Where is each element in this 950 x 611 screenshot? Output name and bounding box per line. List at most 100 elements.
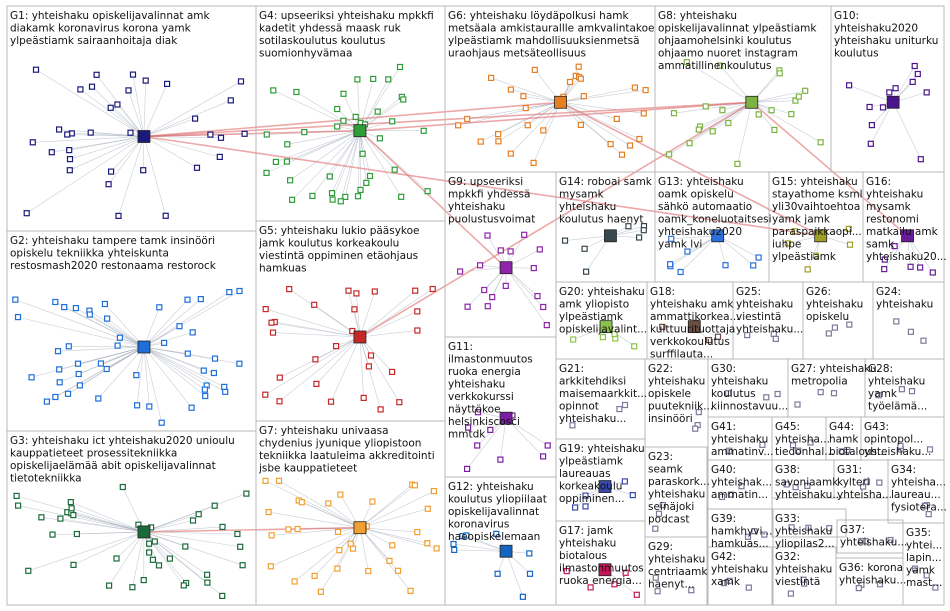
node-g13-7[interactable]	[755, 254, 762, 261]
node-g1-13[interactable]	[55, 126, 63, 133]
node-g33-2[interactable]	[826, 525, 833, 532]
node-g2-18[interactable]	[236, 287, 243, 295]
node-g9-11[interactable]	[457, 268, 464, 275]
node-g8-10[interactable]	[755, 111, 762, 118]
node-g6-6[interactable]	[507, 150, 514, 157]
node-g1-24[interactable]	[105, 181, 112, 188]
node-g7-17[interactable]	[347, 540, 354, 547]
node-g27-2[interactable]	[794, 401, 801, 408]
node-g1-14[interactable]	[140, 167, 147, 174]
node-g31-2[interactable]	[863, 478, 871, 485]
node-g1-23[interactable]	[66, 156, 74, 163]
node-g6-7[interactable]	[613, 115, 620, 123]
node-g1-11[interactable]	[237, 78, 245, 85]
node-g6-1[interactable]	[580, 93, 587, 100]
hub-node-g13[interactable]	[711, 229, 725, 243]
node-g20-0[interactable]	[631, 343, 638, 350]
node-g6-14[interactable]	[636, 135, 643, 143]
node-g1-31[interactable]	[127, 129, 134, 136]
node-g41-0[interactable]	[759, 441, 766, 448]
node-g6-27[interactable]	[495, 138, 502, 145]
node-g5-9[interactable]	[429, 285, 436, 293]
node-g4-12[interactable]	[385, 76, 392, 83]
node-g7-19[interactable]	[386, 557, 393, 565]
node-g4-17[interactable]	[424, 188, 431, 195]
node-g5-15[interactable]	[333, 343, 340, 350]
node-g2-8[interactable]	[114, 342, 121, 349]
hub-node-g17[interactable]	[598, 563, 612, 577]
node-g4-39[interactable]	[287, 177, 294, 184]
node-g4-0[interactable]	[329, 196, 336, 203]
node-g15-4[interactable]	[791, 228, 799, 235]
node-g7-0[interactable]	[334, 528, 342, 536]
node-g4-7[interactable]	[354, 76, 361, 83]
node-g36-1[interactable]	[876, 581, 884, 588]
node-g2-16[interactable]	[14, 314, 22, 321]
node-g6-26[interactable]	[520, 93, 527, 100]
node-g7-9[interactable]	[268, 532, 275, 539]
node-g11-1[interactable]	[474, 442, 481, 449]
node-g2-40[interactable]	[156, 304, 163, 311]
node-g24-1[interactable]	[907, 328, 915, 335]
node-g6-10[interactable]	[530, 159, 537, 166]
node-g5-6[interactable]	[389, 368, 396, 375]
node-g3-9[interactable]	[119, 483, 126, 491]
node-g28-1[interactable]	[908, 388, 916, 395]
node-g2-22[interactable]	[43, 398, 51, 405]
node-g4-22[interactable]	[284, 141, 291, 148]
node-g10-11[interactable]	[866, 103, 873, 111]
node-g4-14[interactable]	[391, 166, 398, 173]
node-g2-35[interactable]	[72, 305, 80, 312]
node-g3-34[interactable]	[180, 582, 187, 589]
node-g11-5[interactable]	[544, 442, 551, 449]
node-g8-20[interactable]	[768, 107, 775, 114]
node-g9-5[interactable]	[534, 293, 541, 300]
node-g9-6[interactable]	[530, 265, 537, 272]
node-g12-8[interactable]	[450, 540, 457, 548]
node-g45-1[interactable]	[795, 447, 802, 454]
node-g14-3[interactable]	[625, 223, 632, 230]
node-g11-2[interactable]	[487, 426, 494, 433]
node-g5-21[interactable]	[268, 319, 275, 326]
node-g2-0[interactable]	[184, 296, 191, 303]
node-g4-13[interactable]	[400, 96, 407, 103]
node-g38-0[interactable]	[783, 481, 790, 488]
node-g4-21[interactable]	[366, 172, 374, 180]
node-g2-23[interactable]	[61, 304, 68, 311]
node-g4-1[interactable]	[340, 117, 347, 124]
node-g2-34[interactable]	[75, 370, 82, 378]
hub-node-g20[interactable]	[599, 320, 613, 334]
node-g7-31[interactable]	[433, 545, 440, 552]
node-g7-25[interactable]	[336, 547, 343, 554]
node-g8-14[interactable]	[686, 140, 693, 147]
node-g7-10[interactable]	[334, 565, 341, 572]
node-g17-3[interactable]	[587, 584, 594, 591]
node-g10-0[interactable]	[923, 89, 930, 96]
node-g4-2[interactable]	[359, 150, 366, 157]
node-g26-0[interactable]	[831, 324, 839, 331]
node-g7-6[interactable]	[349, 545, 357, 552]
node-g3-37[interactable]	[243, 490, 250, 497]
node-g1-32[interactable]	[207, 131, 214, 138]
node-g2-27[interactable]	[116, 334, 124, 341]
node-g2-5[interactable]	[211, 355, 219, 362]
node-g3-0[interactable]	[149, 556, 156, 563]
node-g23-2[interactable]	[659, 502, 667, 509]
node-g4-19[interactable]	[420, 127, 427, 134]
node-g2-11[interactable]	[222, 388, 229, 395]
node-g12-5[interactable]	[451, 546, 458, 554]
node-g18-1[interactable]	[714, 333, 722, 340]
node-g26-2[interactable]	[846, 321, 853, 328]
node-g1-3[interactable]	[216, 153, 223, 160]
node-g6-19[interactable]	[464, 115, 471, 123]
node-g29-2[interactable]	[654, 588, 661, 595]
node-g4-3[interactable]	[389, 118, 396, 125]
node-g3-15[interactable]	[140, 576, 147, 584]
node-g3-23[interactable]	[239, 562, 246, 569]
node-g9-12[interactable]	[484, 232, 491, 239]
hub-node-g15[interactable]	[814, 229, 828, 243]
node-g7-1[interactable]	[267, 563, 274, 570]
node-g19-4[interactable]	[629, 492, 636, 499]
node-g7-24[interactable]	[414, 528, 421, 536]
node-g10-6[interactable]	[886, 89, 893, 96]
